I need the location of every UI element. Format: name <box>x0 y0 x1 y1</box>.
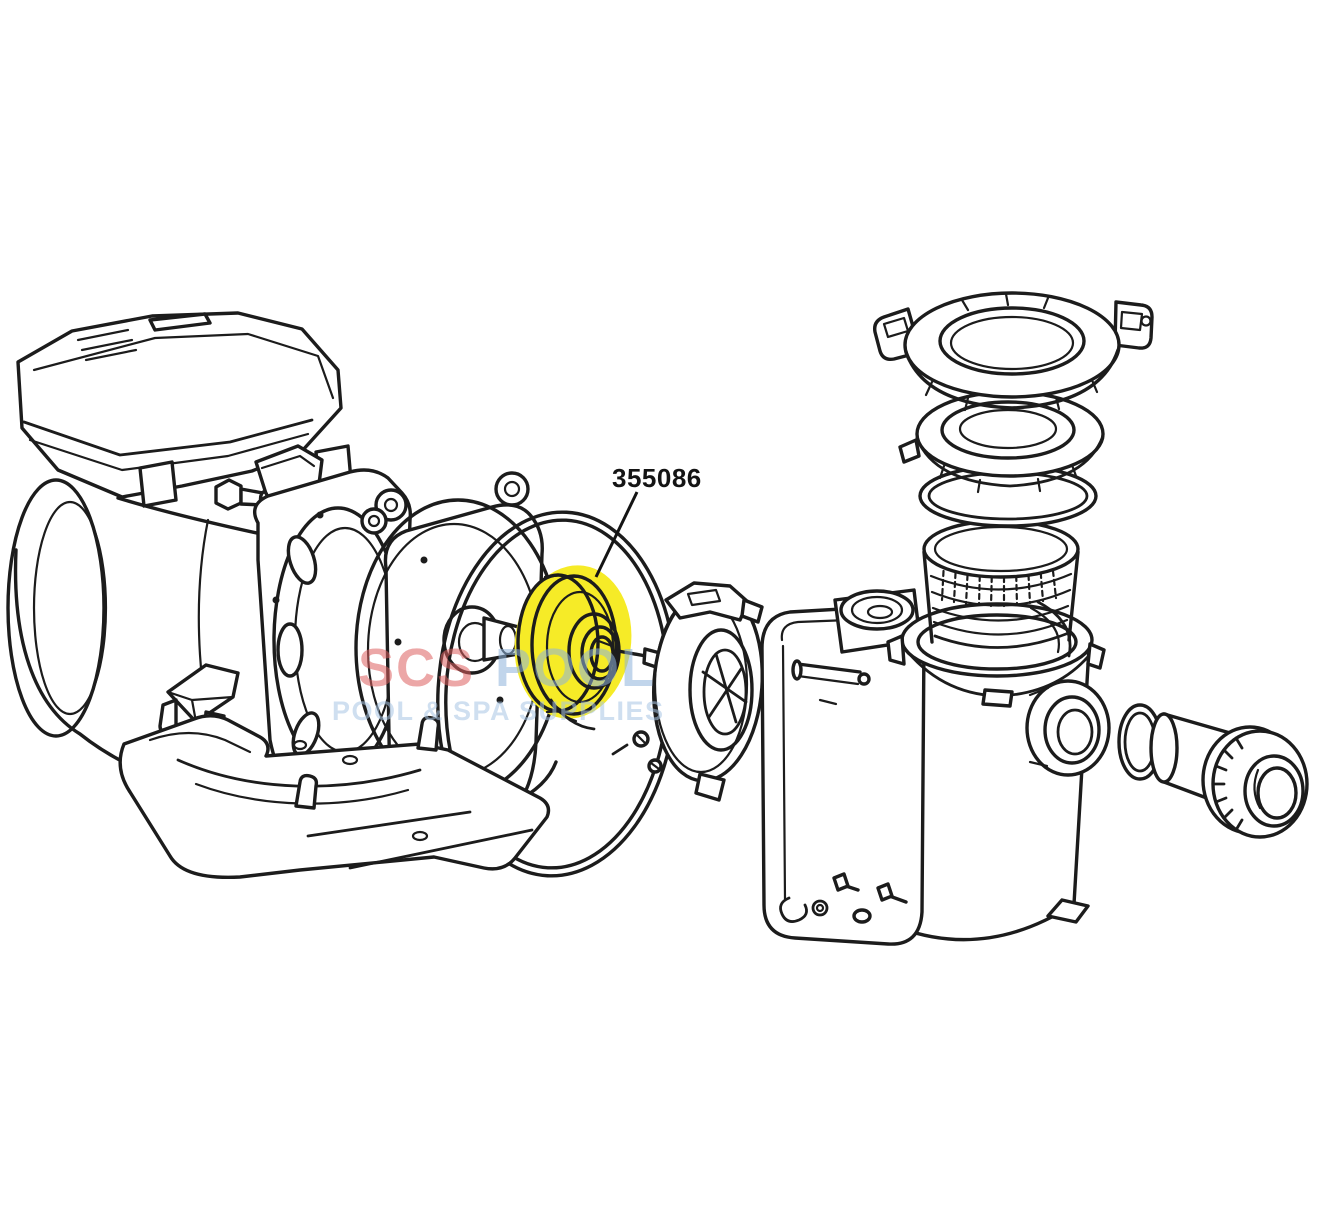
pump-housing-strainer-pot <box>760 588 1111 946</box>
callout-part-number: 355086 <box>612 463 702 493</box>
watermark-pool: POOL <box>495 638 656 698</box>
watermark-tagline: POOL & SPA SUPPLIES <box>332 696 665 726</box>
watermark-scs: SCS <box>358 638 475 698</box>
strainer-lid <box>898 390 1105 494</box>
watermark: SCS POOL POOL & SPA SUPPLIES <box>332 638 665 726</box>
clamp-ring <box>873 291 1154 412</box>
drain-plugs-hardware <box>779 872 908 924</box>
part-callout: 355086 <box>594 463 702 578</box>
union-tailpiece-nut <box>1149 712 1309 839</box>
diffuser <box>611 581 764 802</box>
motor-base-plate <box>118 714 551 880</box>
strainer-basket <box>922 519 1080 658</box>
callout-leader-line <box>594 491 639 578</box>
